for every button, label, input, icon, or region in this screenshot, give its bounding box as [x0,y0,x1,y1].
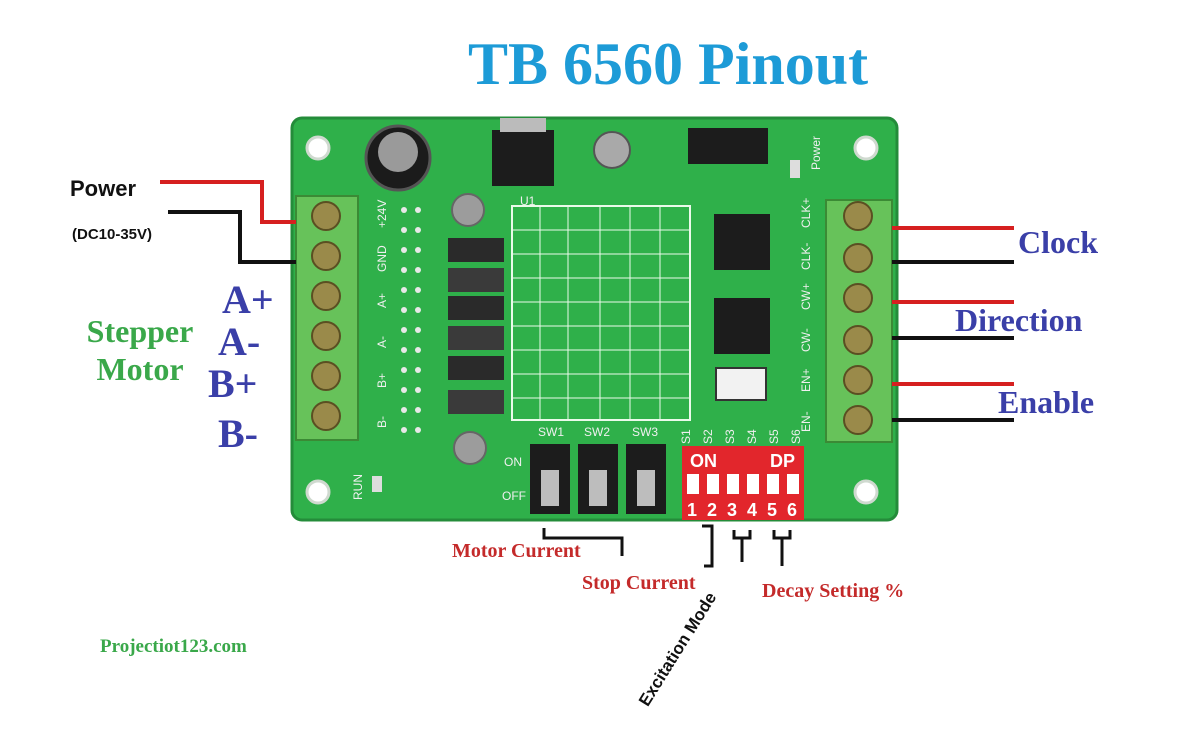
optocoupler-white [715,367,767,401]
terminal-label: B- [375,416,389,428]
stepper-label-line2: Motor [96,351,184,387]
chip-label: U1 [520,194,536,208]
resistor [448,238,504,262]
terminal-label: CW+ [799,283,813,310]
dip-number: 5 [767,500,777,520]
terminal-label: EN+ [799,368,813,392]
dip-id: S3 [723,429,737,444]
motor-current-label: Motor Current [452,540,581,562]
diode [448,296,504,320]
left-terminal-block [295,195,359,441]
dip-id: S2 [701,429,715,444]
small-capacitor [593,131,631,169]
terminal-label: A- [375,336,389,348]
terminal-label: CW- [799,328,813,352]
pin-b-minus: B- [218,411,258,456]
regulator-chip [492,130,554,186]
website-label: Projectiot123.com [100,636,247,657]
terminal-label: CLK+ [799,198,813,228]
diode [448,356,504,380]
screw [453,431,487,465]
terminal-label: B+ [375,373,389,388]
power-wire-red [160,180,296,224]
switch-label: SW1 [538,425,564,439]
switch-label: SW3 [632,425,658,439]
terminal-label: CLK- [799,243,813,270]
diode [448,268,504,292]
terminal-label: EN- [799,411,813,432]
diode [448,326,504,350]
dip-id: S1 [679,429,693,444]
settings-table [511,205,691,421]
diode [448,390,504,414]
off-label: OFF [502,489,526,503]
mount-hole [853,135,879,161]
run-led [372,476,382,492]
power-label: Power [70,176,137,201]
dip-dp-label: DP [770,451,795,471]
dip-switch [682,446,804,520]
pin-a-plus: A+ [222,277,274,322]
terminal-label: GND [375,245,389,272]
stepper-motor-label: Stepper Motor [70,312,210,388]
dip-number: 6 [787,500,797,520]
terminal-label: A+ [375,293,389,308]
optocoupler [714,298,770,354]
stepper-label-line1: Stepper [86,313,194,349]
mount-hole [305,135,331,161]
dip-number: 4 [747,500,757,520]
excitation-bracket [732,530,752,540]
dip-number: 2 [707,500,717,520]
right-terminal-screws [843,201,873,435]
page-title: TB 6560 Pinout [468,31,869,97]
dip-number: 3 [727,500,737,520]
stop-current-bracket [702,524,714,568]
pin-b-plus: B+ [208,361,258,406]
dip-on-label: ON [690,451,717,471]
terminal-label: +24V [375,200,389,228]
power-led-label: Power [809,136,823,170]
mount-hole [853,479,879,505]
dip-id: S4 [745,429,759,444]
ic-top [688,128,768,164]
run-label: RUN [351,474,365,500]
pin-a-minus: A- [218,319,261,364]
right-terminal-block [825,199,893,443]
pin-header [401,207,421,433]
on-label: ON [504,455,522,469]
dip-id: S6 [789,429,803,444]
mount-hole [305,479,331,505]
optocoupler [714,214,770,270]
decay-setting-label: Decay Setting % [762,580,905,602]
power-led [790,160,800,178]
screw [451,193,485,227]
power-wire-black [168,210,296,264]
direction-label: Direction [955,302,1083,338]
stop-current-label: Stop Current [582,572,696,594]
dip-number: 1 [687,500,697,520]
motor-current-bracket [542,528,624,556]
decay-bracket [772,530,792,540]
left-terminal-screws [311,201,341,431]
clock-label: Clock [1018,224,1098,260]
enable-label: Enable [998,384,1095,420]
dip-id: S5 [767,429,781,444]
dip-levers [687,474,799,494]
switch-label: SW2 [584,425,610,439]
power-range-label: (DC10-35V) [72,226,153,243]
